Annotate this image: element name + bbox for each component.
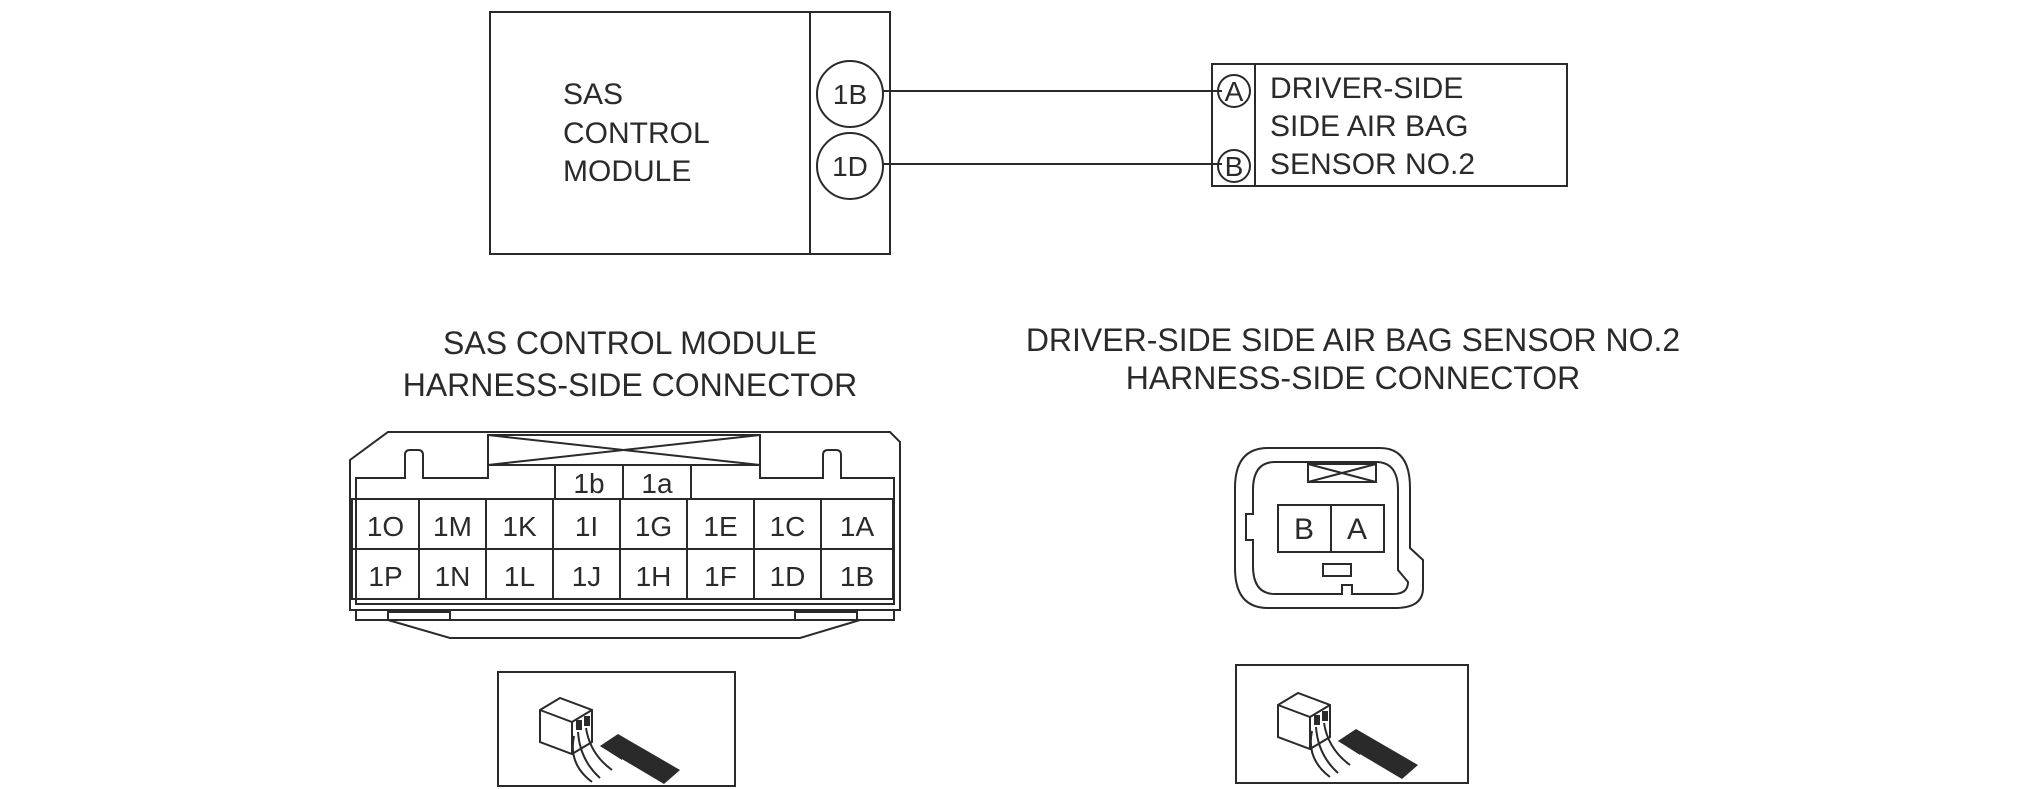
left-cell-row2-2: 1L — [504, 561, 535, 592]
left-connector-title-line-2: HARNESS-SIDE CONNECTOR — [403, 367, 858, 403]
right-view-direction-box — [1235, 664, 1469, 784]
module-name-line-1: SAS — [563, 78, 623, 111]
module-terminal-1d: 1D — [816, 132, 884, 200]
sensor-pin-b-label: B — [1225, 151, 1244, 182]
right-cell-b: B — [1294, 513, 1314, 546]
sensor-pin-a-label: A — [1225, 76, 1244, 107]
sensor-name-line-2: SIDE AIR BAG — [1270, 110, 1468, 143]
sas-control-module: SAS CONTROL MODULE 1B 1D — [489, 11, 891, 255]
left-cell-row2-1: 1N — [435, 561, 471, 592]
left-cell-row1-2: 1K — [502, 511, 537, 542]
right-connector-title-line-1: DRIVER-SIDE SIDE AIR BAG SENSOR NO.2 — [1026, 322, 1680, 358]
left-cell-row1-1: 1M — [433, 511, 472, 542]
left-cell-row2-3: 1J — [572, 561, 602, 592]
sensor-pin-b: B — [1217, 149, 1251, 183]
left-cell-row2-4: 1H — [636, 561, 672, 592]
right-cell-a: A — [1347, 513, 1367, 546]
left-cell-row2-7: 1B — [840, 561, 874, 592]
left-cell-row1-3: 1I — [575, 511, 598, 542]
left-cell-row1-4: 1G — [635, 511, 672, 542]
sensor-name-line-3: SENSOR NO.2 — [1270, 148, 1475, 181]
left-cell-row2-5: 1F — [704, 561, 737, 592]
module-name-line-3: MODULE — [563, 155, 691, 188]
module-name-line-2: CONTROL — [563, 117, 710, 150]
connector-view-icon — [1277, 691, 1418, 779]
sensor-pin-a: A — [1217, 74, 1251, 108]
left-cell-row1-0: 1O — [367, 511, 404, 542]
left-view-direction-box — [497, 671, 736, 787]
module-terminal-1b-label: 1B — [833, 79, 867, 110]
module-terminal-1b: 1B — [816, 60, 884, 128]
right-connector-title-line-2: HARNESS-SIDE CONNECTOR — [1126, 360, 1581, 396]
left-cell-row2-0: 1P — [368, 561, 402, 592]
left-cell-row1-7: 1A — [840, 511, 875, 542]
module-terminal-1d-label: 1D — [832, 151, 868, 182]
left-cell-row2-6: 1D — [770, 561, 806, 592]
left-connector-title-line-1: SAS CONTROL MODULE — [443, 325, 817, 361]
sas-harness-connector: 1b 1a 1O 1M 1K 1I 1G 1E 1C 1A 1P 1N 1L 1J 1H 1F 1D 1B — [349, 431, 901, 639]
left-cell-row1-6: 1C — [770, 511, 806, 542]
sensor-harness-connector: B A — [1234, 447, 1424, 609]
left-cell-row1-5: 1E — [703, 511, 737, 542]
left-cell-1b: 1b — [573, 468, 604, 499]
connector-view-icon — [539, 696, 680, 784]
side-air-bag-sensor: A B DRIVER-SIDE SIDE AIR BAG SENSOR NO.2 — [1211, 63, 1568, 187]
sensor-name-line-1: DRIVER-SIDE — [1270, 72, 1463, 105]
left-cell-1a: 1a — [641, 468, 673, 499]
